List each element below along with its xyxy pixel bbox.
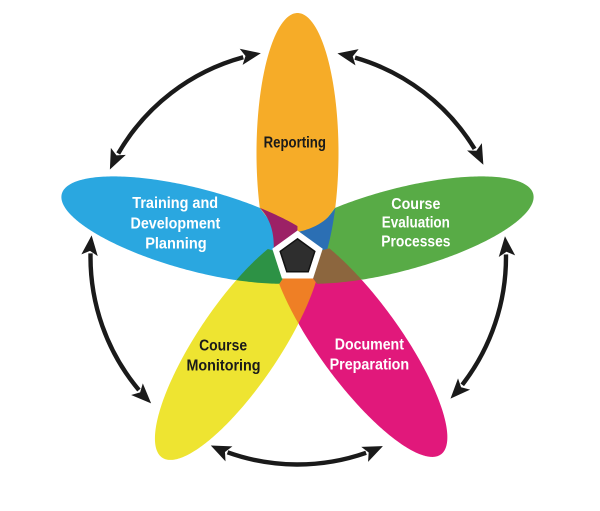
svg-text:Course: Course [391,196,440,213]
svg-text:Monitoring: Monitoring [187,357,261,374]
svg-text:Course: Course [199,338,247,355]
svg-text:Planning: Planning [145,236,206,253]
svg-text:Reporting: Reporting [264,135,326,152]
svg-text:Evaluation: Evaluation [382,214,450,231]
svg-text:Training and: Training and [132,195,218,212]
svg-text:Document: Document [335,336,405,353]
svg-text:Development: Development [131,215,221,232]
svg-text:Preparation: Preparation [330,356,410,373]
svg-text:Processes: Processes [381,233,450,250]
